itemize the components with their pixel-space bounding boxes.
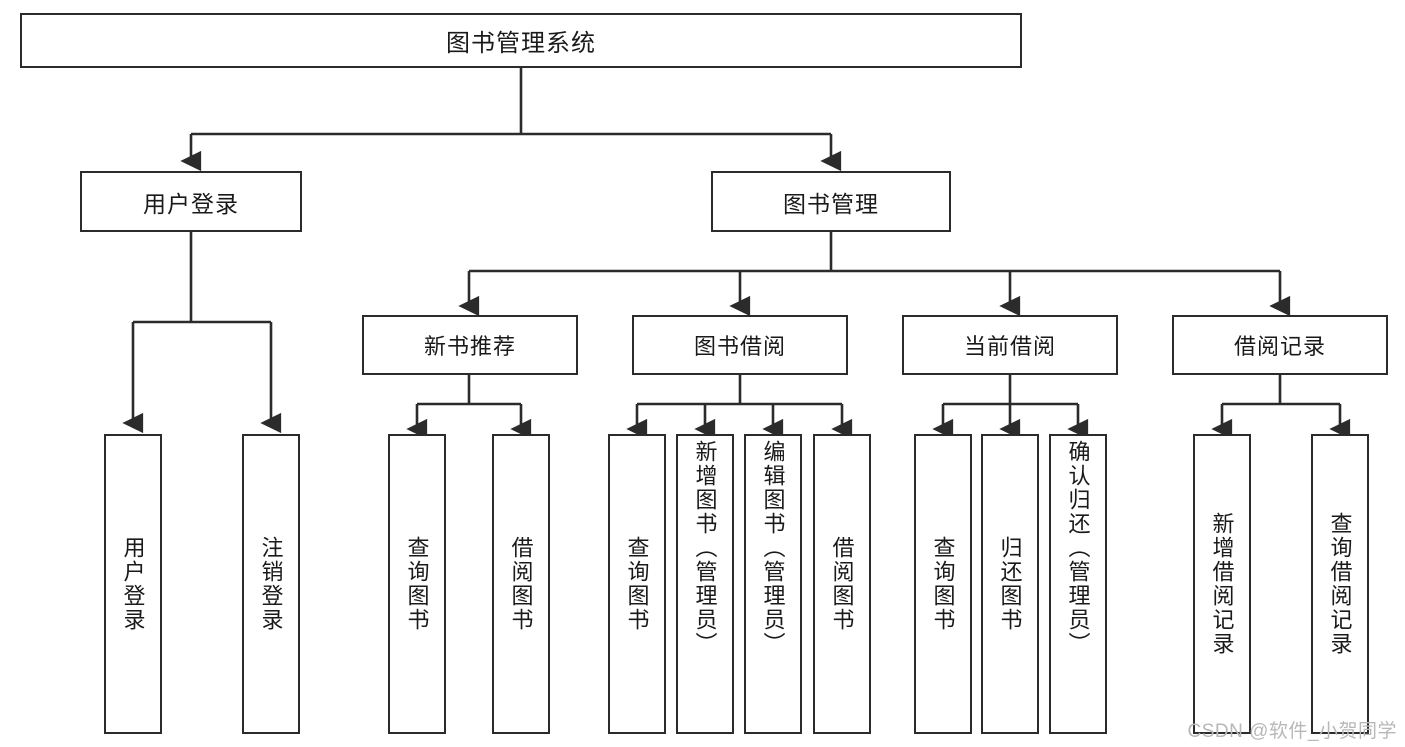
- node-leaf-borrow-record-query[interactable]: 查询借阅记录: [1311, 434, 1369, 734]
- node-book-management[interactable]: 图书管理: [711, 171, 951, 232]
- node-leaf-label: 查询图书: [930, 536, 956, 632]
- node-leaf-label: 借阅图书: [829, 536, 855, 632]
- node-leaf-label: 用户登录: [120, 536, 146, 632]
- node-book-management-label: 图书管理: [783, 190, 879, 217]
- node-book-borrow[interactable]: 图书借阅: [632, 315, 848, 375]
- watermark-text: CSDN @软件_小贺同学: [1187, 721, 1397, 742]
- node-leaf-user-login-login[interactable]: 用户登录: [104, 434, 162, 734]
- node-book-borrow-label: 图书借阅: [693, 334, 786, 359]
- node-leaf-borrow-record-add[interactable]: 新增借阅记录: [1193, 434, 1251, 734]
- node-root-label: 图书管理系统: [446, 30, 596, 57]
- node-leaf-book-borrow-add[interactable]: 新增图书（管理员）: [676, 434, 734, 734]
- node-root-system[interactable]: 图书管理系统: [20, 13, 1022, 68]
- node-leaf-current-borrow-confirm[interactable]: 确认归还（管理员）: [1049, 434, 1107, 734]
- node-leaf-label: 查询借阅记录: [1327, 512, 1353, 656]
- node-leaf-user-login-logout[interactable]: 注销登录: [242, 434, 300, 734]
- node-leaf-label: 查询图书: [624, 536, 650, 632]
- node-leaf-label: 借阅图书: [508, 536, 534, 632]
- node-leaf-current-borrow-query[interactable]: 查询图书: [914, 434, 972, 734]
- node-leaf-label: 新增图书（管理员）: [692, 440, 718, 656]
- node-leaf-book-borrow-borrow[interactable]: 借阅图书: [813, 434, 871, 734]
- node-user-login-label: 用户登录: [143, 190, 239, 217]
- node-borrow-record[interactable]: 借阅记录: [1172, 315, 1388, 375]
- node-leaf-label: 查询图书: [404, 536, 430, 632]
- node-borrow-record-label: 借阅记录: [1233, 334, 1326, 359]
- node-user-login[interactable]: 用户登录: [80, 171, 302, 232]
- node-current-borrow-label: 当前借阅: [963, 334, 1056, 359]
- node-new-book-recommend-label: 新书推荐: [423, 334, 516, 359]
- node-leaf-new-book-query[interactable]: 查询图书: [388, 434, 446, 734]
- node-leaf-label: 确认归还（管理员）: [1065, 440, 1091, 656]
- node-leaf-book-borrow-edit[interactable]: 编辑图书（管理员）: [744, 434, 802, 734]
- node-new-book-recommend[interactable]: 新书推荐: [362, 315, 578, 375]
- node-leaf-book-borrow-query[interactable]: 查询图书: [608, 434, 666, 734]
- node-leaf-new-book-borrow[interactable]: 借阅图书: [492, 434, 550, 734]
- node-current-borrow[interactable]: 当前借阅: [902, 315, 1118, 375]
- node-leaf-label: 新增借阅记录: [1209, 512, 1235, 656]
- node-leaf-label: 注销登录: [258, 536, 284, 632]
- node-leaf-current-borrow-return[interactable]: 归还图书: [981, 434, 1039, 734]
- node-leaf-label: 编辑图书（管理员）: [760, 440, 786, 656]
- node-leaf-label: 归还图书: [997, 536, 1023, 632]
